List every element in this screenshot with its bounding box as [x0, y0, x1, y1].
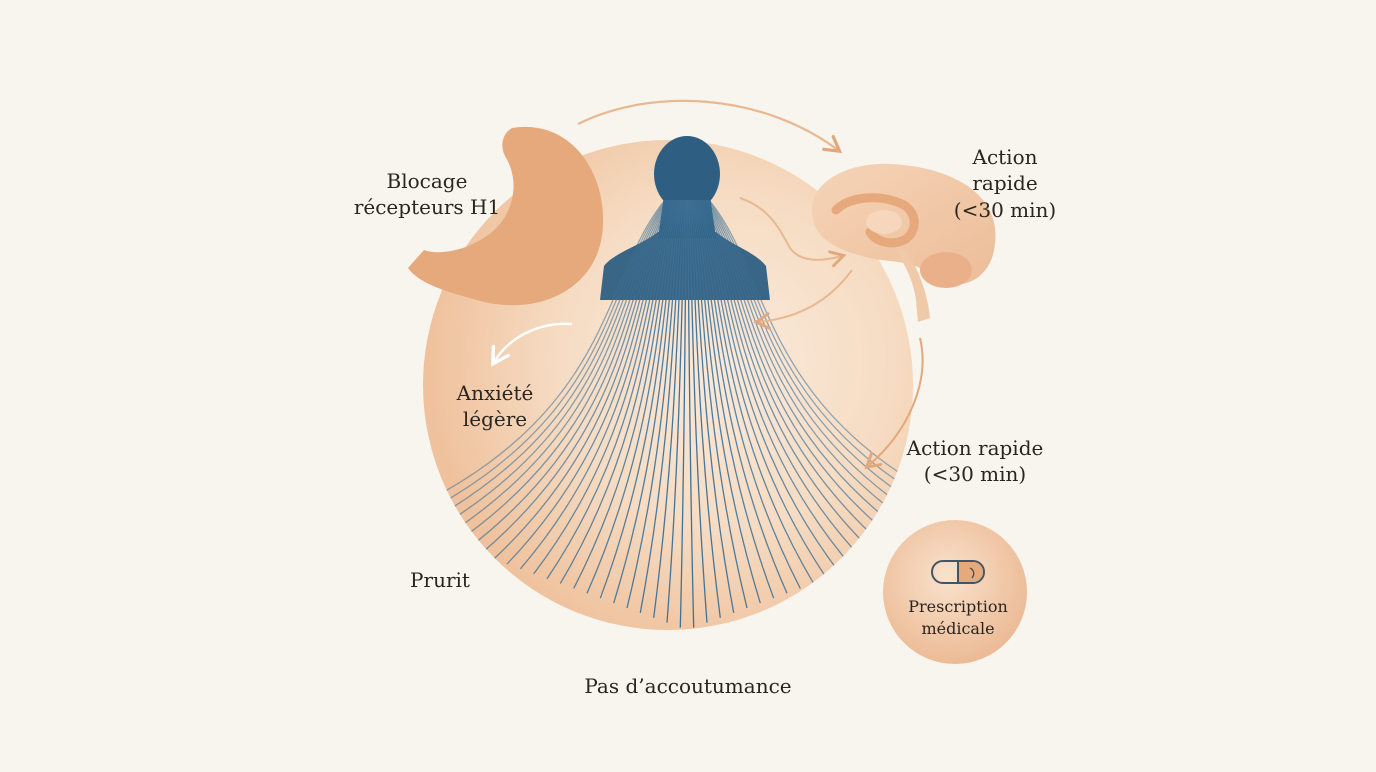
body-flow-line [686, 199, 695, 628]
label-action-rapide-top: Action rapide (<30 min) [953, 145, 1057, 222]
body-flow-line [626, 199, 684, 609]
body-flow-line [693, 199, 788, 594]
body-flow-line [493, 199, 674, 560]
arrow-from-brain [753, 269, 853, 330]
arrow-left-white [491, 322, 573, 367]
body-flow-line [639, 199, 685, 614]
body-flow-line [702, 199, 908, 550]
brain-icon [812, 163, 996, 322]
body-flow-line [690, 199, 748, 609]
body-flow-line [599, 199, 682, 599]
body-flow-line [586, 199, 681, 594]
body-flow-line [439, 199, 670, 541]
body-flow-line [706, 199, 913, 531]
body-flow-line [705, 199, 913, 536]
body-flow-line [466, 199, 672, 550]
body-flow-line [703, 199, 913, 545]
body-flow-line [695, 199, 815, 584]
body-flow-line [546, 199, 678, 580]
body-flow-line [506, 199, 675, 565]
body-flow-line [679, 199, 688, 628]
label-blocage-recepteurs: Blocage récepteurs H1 [353, 169, 501, 220]
body-flow-line [423, 199, 666, 521]
arrow-to-brain [739, 197, 847, 268]
arrow-right-down [864, 337, 924, 470]
arrow-top-arc [577, 99, 843, 154]
pill-capsule-icon [931, 560, 985, 584]
body-flow-line [479, 199, 673, 555]
body-flow-line [559, 199, 679, 584]
label-action-rapide-right: Action rapide (<30 min) [906, 436, 1044, 487]
human-figure-icon [423, 136, 913, 628]
body-flow-line [691, 199, 761, 604]
body-flow-line [697, 199, 841, 575]
body-flow-line [533, 199, 677, 575]
prescription-circle [883, 520, 1027, 664]
body-flow-line [698, 199, 855, 570]
body-flow-line [699, 199, 868, 565]
body-flow-line [519, 199, 676, 570]
label-prurit: Prurit [410, 568, 470, 592]
body-flow-line [689, 199, 735, 614]
label-prescription-medicale: Prescription médicale [908, 597, 1008, 638]
receptor-shape-icon [408, 126, 604, 306]
body-flow-line [423, 199, 668, 531]
body-flow-line [700, 199, 881, 560]
body-flow-line [573, 199, 680, 589]
body-flow-line [696, 199, 828, 580]
label-anxiete-legere: Anxiété légère [456, 381, 534, 432]
body-flow-line [688, 199, 721, 618]
body-flow-line [692, 199, 775, 599]
body-flow-line [653, 199, 686, 618]
body-flow-line [453, 199, 671, 545]
body-flow-line [423, 199, 667, 526]
body-flow-line [701, 199, 895, 555]
body-flow-line [613, 199, 683, 604]
body-flow-line [704, 199, 913, 541]
body-flow-line [426, 199, 669, 536]
body-flow-line [694, 199, 801, 589]
label-pas-accoutumance: Pas d’accoutumance [584, 674, 792, 698]
body-flow-line [666, 199, 687, 623]
body-flow-line [687, 199, 708, 623]
